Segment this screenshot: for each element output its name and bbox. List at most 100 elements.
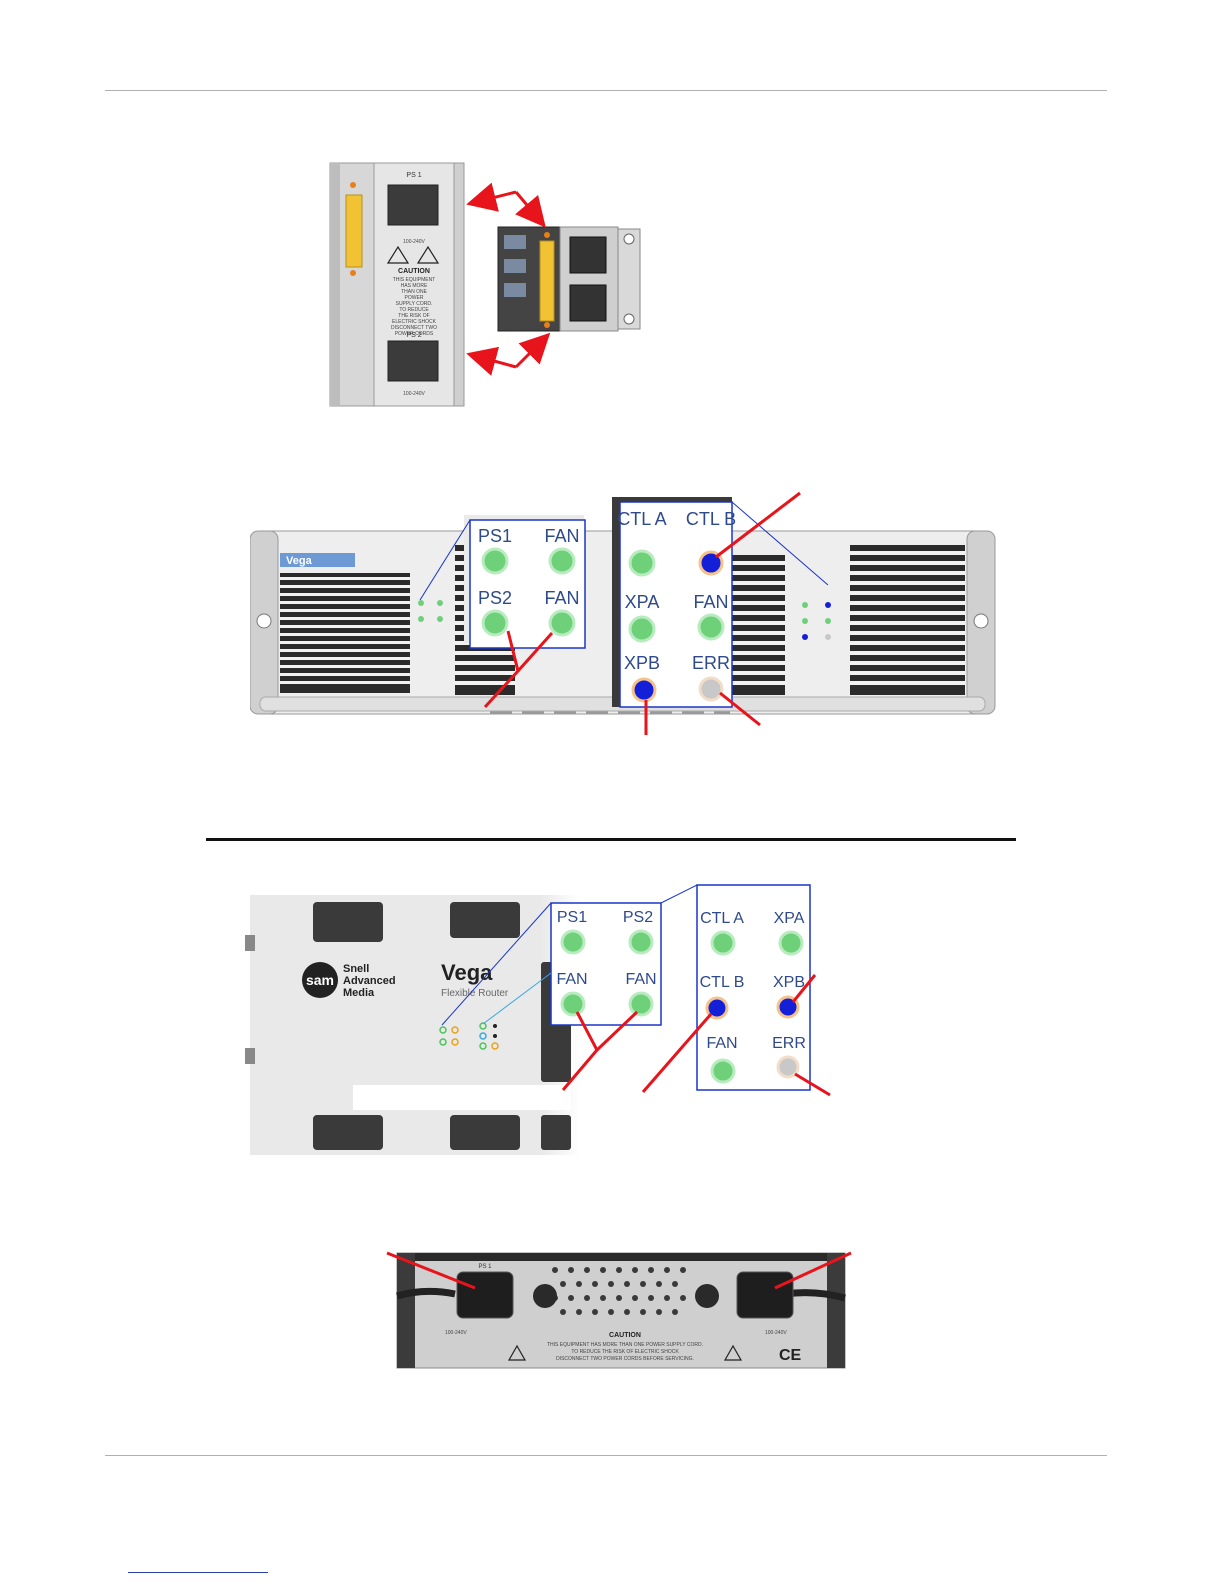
psu-ps1-socket <box>387 184 439 226</box>
psu-ps1-label: PS 1 <box>406 172 421 179</box>
led-label-xpb: XPB <box>624 653 660 673</box>
svg-text:HAS MORE: HAS MORE <box>401 283 428 289</box>
figure4-pointers <box>386 1251 852 1290</box>
compact-ps2-socket <box>569 284 607 322</box>
figure3-pointers <box>561 974 831 1097</box>
logo-text-line2: Advanced <box>343 975 396 987</box>
svg-text:100-240V: 100-240V <box>403 391 425 397</box>
rear-fuse-left <box>533 1284 557 1308</box>
rear-caution-line2: TO REDUCE THE RISK OF ELECTRIC SHOCK <box>571 1349 679 1355</box>
led-label-fan-a-2u: FAN <box>556 971 587 988</box>
compact-rear-unit <box>497 226 641 332</box>
led-ctl-a <box>628 549 656 577</box>
svg-text:POWER: POWER <box>405 295 424 301</box>
led-ctl-a-2u <box>710 930 736 956</box>
led-label-ps1-2u: PS1 <box>557 909 587 926</box>
rear-inlet-ps2 <box>736 1271 794 1319</box>
led-fan-1 <box>548 547 576 575</box>
left-vent-grille <box>280 573 410 693</box>
led-label-ps1: PS1 <box>478 526 512 546</box>
led-label-fan-1: FAN <box>544 526 579 546</box>
psu-ps2-socket <box>387 340 439 382</box>
psu-module-panel: PS 1 100-240V CAUTION THIS EQUIPMENT HAS… <box>373 162 465 407</box>
chassis-mini-leds <box>439 1022 499 1050</box>
led-xpa <box>628 615 656 643</box>
led-xpa-2u <box>778 930 804 956</box>
product-name: Vega <box>441 960 493 985</box>
chassis-left-strip <box>329 162 375 407</box>
led-ctl-b-2u <box>705 996 729 1020</box>
vega-2u-chassis: sam Snell Advanced Media Vega Flexible R… <box>245 895 580 1155</box>
header-rule <box>105 90 1107 91</box>
led-fan-2u <box>710 1058 736 1084</box>
ce-mark: CE <box>779 1347 802 1364</box>
rear-caution-title: CAUTION <box>609 1332 641 1339</box>
led-label-ctl-a: CTL A <box>617 509 666 529</box>
led-fan-3 <box>697 613 725 641</box>
led-ps2-2u <box>628 929 654 955</box>
chassis-mini-leds-left <box>418 600 443 622</box>
footer-rule <box>105 1455 1107 1456</box>
led-label-ctl-a-2u: CTL A <box>700 910 744 927</box>
rear-ps1-label: PS 1 <box>478 1264 492 1270</box>
callout-control-leds: CTL A CTL B XPA FAN XPB ERR <box>612 497 829 708</box>
svg-text:THIS EQUIPMENT: THIS EQUIPMENT <box>393 277 436 283</box>
sam-logo-mark <box>302 962 338 998</box>
psu-ps2-label: PS 2 <box>406 332 421 339</box>
svg-text:DISCONNECT TWO: DISCONNECT TWO <box>391 325 437 331</box>
led-fan-a-2u <box>560 991 586 1017</box>
rear-fuse-right <box>695 1284 719 1308</box>
svg-text:POWER CORDS: POWER CORDS <box>395 331 434 337</box>
rear-caution-line1: THIS EQUIPMENT HAS MORE THAN ONE POWER S… <box>547 1342 703 1348</box>
psu-caution-title: CAUTION <box>398 268 430 275</box>
led-label-ctl-b: CTL B <box>686 509 736 529</box>
led-err <box>698 676 724 702</box>
callout-control-leds-2u: CTL A XPA CTL B XPB FAN ERR <box>660 884 811 1091</box>
led-label-err: ERR <box>692 653 730 673</box>
section-divider <box>206 838 1016 841</box>
led-err-2u <box>776 1055 800 1079</box>
led-label-xpa: XPA <box>625 592 660 612</box>
led-label-ctl-b-2u: CTL B <box>700 974 745 991</box>
footer-link-underline[interactable] <box>128 1572 268 1573</box>
led-ps2 <box>481 609 509 637</box>
callout-psu-fan-leds: PS1 FAN PS2 FAN <box>419 515 586 649</box>
led-ps1-2u <box>560 929 586 955</box>
figure-psu-rear-modules: PS 1 100-240V CAUTION THIS EQUIPMENT HAS… <box>329 162 641 407</box>
led-label-xpa-2u: XPA <box>774 910 805 927</box>
figure-rear-power-inlets: PS 1 100-240V 100-240V CAUTION THIS EQUI… <box>386 1251 852 1369</box>
compact-ps1-socket <box>569 236 607 274</box>
svg-text:THE RISK OF: THE RISK OF <box>398 313 429 319</box>
led-label-xpb-2u: XPB <box>773 974 805 991</box>
svg-text:100-240V: 100-240V <box>403 239 425 245</box>
led-label-err-2u: ERR <box>772 1035 806 1052</box>
svg-text:TO REDUCE: TO REDUCE <box>399 307 429 313</box>
far-right-vent-grille <box>850 545 965 695</box>
rear-vent-holes <box>552 1267 686 1315</box>
svg-text:ELECTRIC SHOCK: ELECTRIC SHOCK <box>392 319 437 325</box>
led-fan-2 <box>548 609 576 637</box>
figure-vega-front-status: Vega <box>250 491 996 735</box>
led-label-fan-2: FAN <box>544 588 579 608</box>
led-label-ps2-2u: PS2 <box>623 909 653 926</box>
led-label-fan-2u: FAN <box>706 1035 737 1052</box>
svg-text:100-240V: 100-240V <box>765 1330 787 1336</box>
psu-caution-text: THIS EQUIPMENT HAS MORE THAN ONE POWER S… <box>391 277 437 337</box>
led-xpb <box>631 677 657 703</box>
chassis-mini-leds-right <box>802 602 831 640</box>
rear-inlet-ps1 <box>456 1271 514 1319</box>
figure-vega-2u-status: sam Snell Advanced Media Vega Flexible R… <box>245 884 831 1155</box>
logo-text-line1: Snell <box>343 963 369 975</box>
led-fan-b-2u <box>628 991 654 1017</box>
callout-psu-fan-leds-2u: PS1 PS2 FAN FAN <box>441 902 662 1026</box>
logo-text-line3: Media <box>343 987 375 999</box>
vega-brand-tab: Vega <box>286 555 313 567</box>
psu-arrows <box>466 182 551 376</box>
led-label-fan-3: FAN <box>693 592 728 612</box>
right-vent-grille <box>730 555 785 695</box>
product-subtitle: Flexible Router <box>441 988 509 999</box>
svg-text:THAN ONE: THAN ONE <box>401 289 428 295</box>
svg-text:SUPPLY CORD.: SUPPLY CORD. <box>396 301 433 307</box>
svg-text:100-240V: 100-240V <box>445 1330 467 1336</box>
led-ps1 <box>481 547 509 575</box>
